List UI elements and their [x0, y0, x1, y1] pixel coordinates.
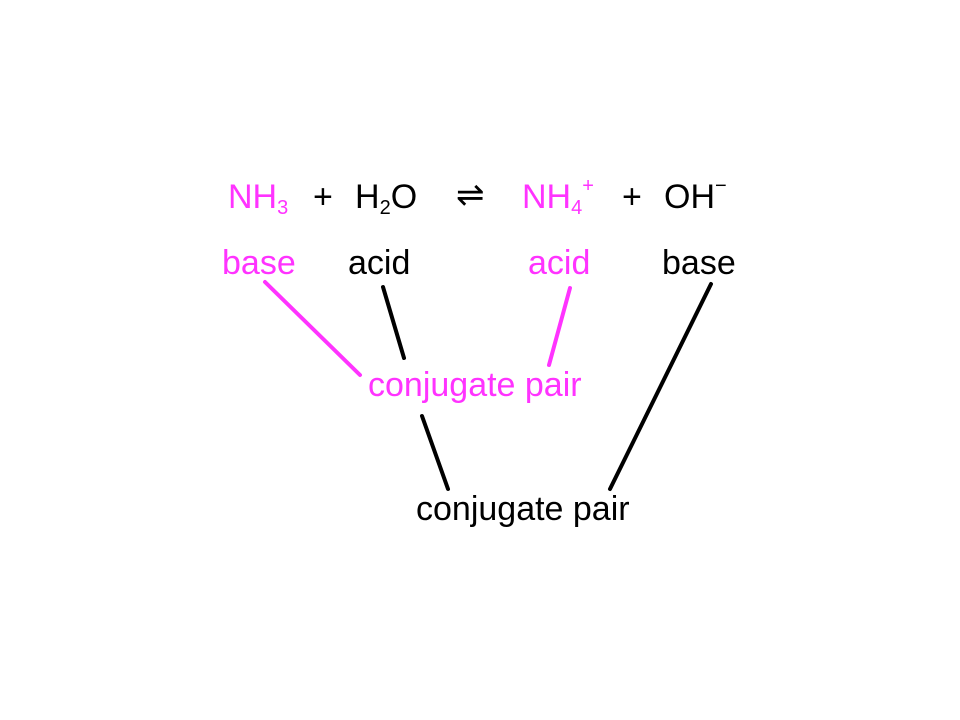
- connector-black-acid: [381, 285, 406, 360]
- product-nh4: NH4+: [522, 175, 594, 219]
- connector-magenta-right: [547, 286, 572, 367]
- equilibrium-arrow-icon: ⇌: [456, 176, 485, 214]
- connector-black-base: [608, 282, 713, 491]
- role-label-base-reactant: base: [222, 244, 296, 282]
- plus-sign-2: +: [622, 178, 642, 216]
- role-label-acid-reactant: acid: [348, 244, 411, 282]
- conjugate-pair-label-magenta: conjugate pair: [368, 366, 582, 404]
- plus-sign-1: +: [313, 178, 333, 216]
- reactant-nh3: NH3: [228, 178, 289, 219]
- reactant-h2o: H2O: [355, 178, 418, 219]
- role-label-acid-product: acid: [528, 244, 591, 282]
- role-label-base-product: base: [662, 244, 736, 282]
- connector-black-lower: [420, 414, 450, 491]
- conjugate-pair-label-black: conjugate pair: [416, 490, 630, 528]
- product-oh: OH−: [664, 175, 727, 216]
- connector-magenta-left: [263, 280, 362, 377]
